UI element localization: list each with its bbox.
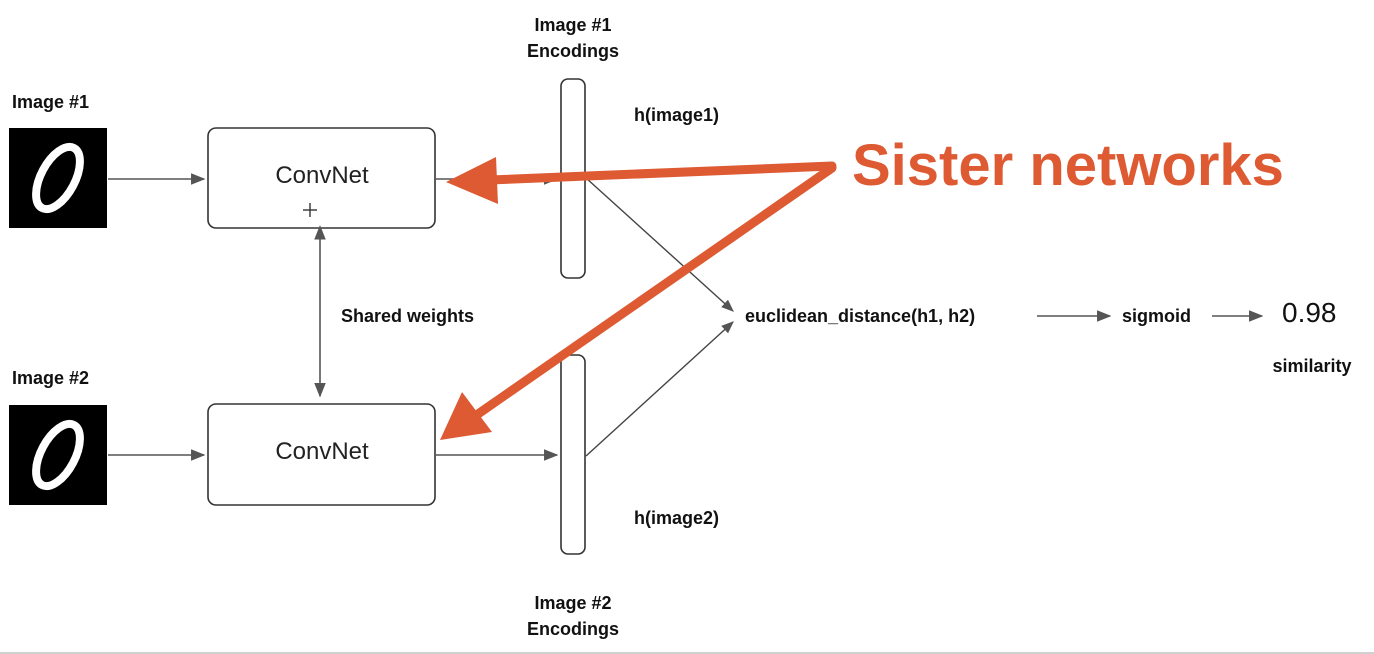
convnet-top-label: ConvNet <box>275 162 369 189</box>
sister-arrow-bottom <box>440 163 837 440</box>
sister-arrow-top <box>446 157 837 204</box>
bottom-divider <box>0 652 1374 654</box>
encodings2-line1: Image #2 <box>534 593 611 613</box>
image2-thumbnail <box>9 405 107 505</box>
plus-icon <box>303 203 317 217</box>
convnet-top-box: ConvNet <box>207 127 436 229</box>
image1-label: Image #1 <box>12 92 89 112</box>
similarity-score: 0.98 <box>1282 297 1337 328</box>
convnet-bottom-label: ConvNet <box>275 438 369 465</box>
h2-label: h(image2) <box>634 508 719 528</box>
encoding2-vector <box>560 354 586 555</box>
h1-to-distance-arrow <box>585 177 734 312</box>
similarity-label: similarity <box>1272 356 1351 376</box>
h1-label: h(image1) <box>634 105 719 125</box>
encodings1-line2: Encodings <box>527 41 619 61</box>
image2-label: Image #2 <box>12 368 89 388</box>
sigmoid-label: sigmoid <box>1122 306 1191 326</box>
sister-networks-annotation: Sister networks <box>852 133 1284 198</box>
h2-to-distance-arrow <box>585 321 734 457</box>
image1-thumbnail <box>9 128 107 228</box>
encodings1-line1: Image #1 <box>534 15 611 35</box>
encodings2-line2: Encodings <box>527 619 619 639</box>
convnet-bottom-box: ConvNet <box>207 403 436 506</box>
shared-weights-label: Shared weights <box>341 306 474 326</box>
distance-label: euclidean_distance(h1, h2) <box>745 306 975 326</box>
